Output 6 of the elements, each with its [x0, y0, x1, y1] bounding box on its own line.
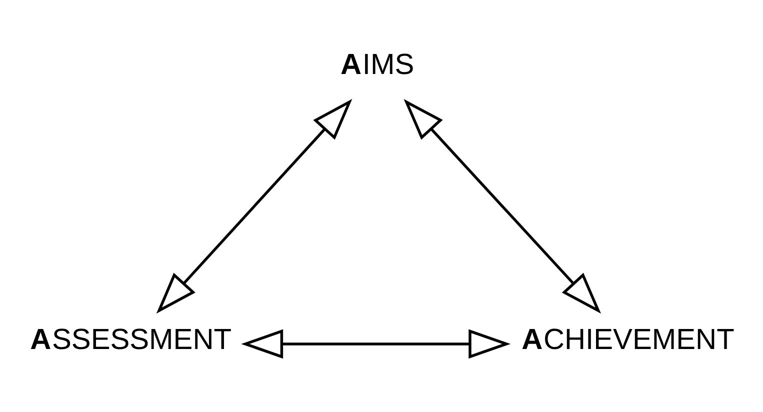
arrow: [404, 98, 602, 314]
arrow: [241, 328, 511, 358]
node-text: AIMS: [340, 48, 414, 81]
node-text: ASSESSMENT: [30, 324, 232, 356]
arrow: [156, 98, 352, 314]
node-text: ACHIEVEMENT: [522, 324, 734, 356]
